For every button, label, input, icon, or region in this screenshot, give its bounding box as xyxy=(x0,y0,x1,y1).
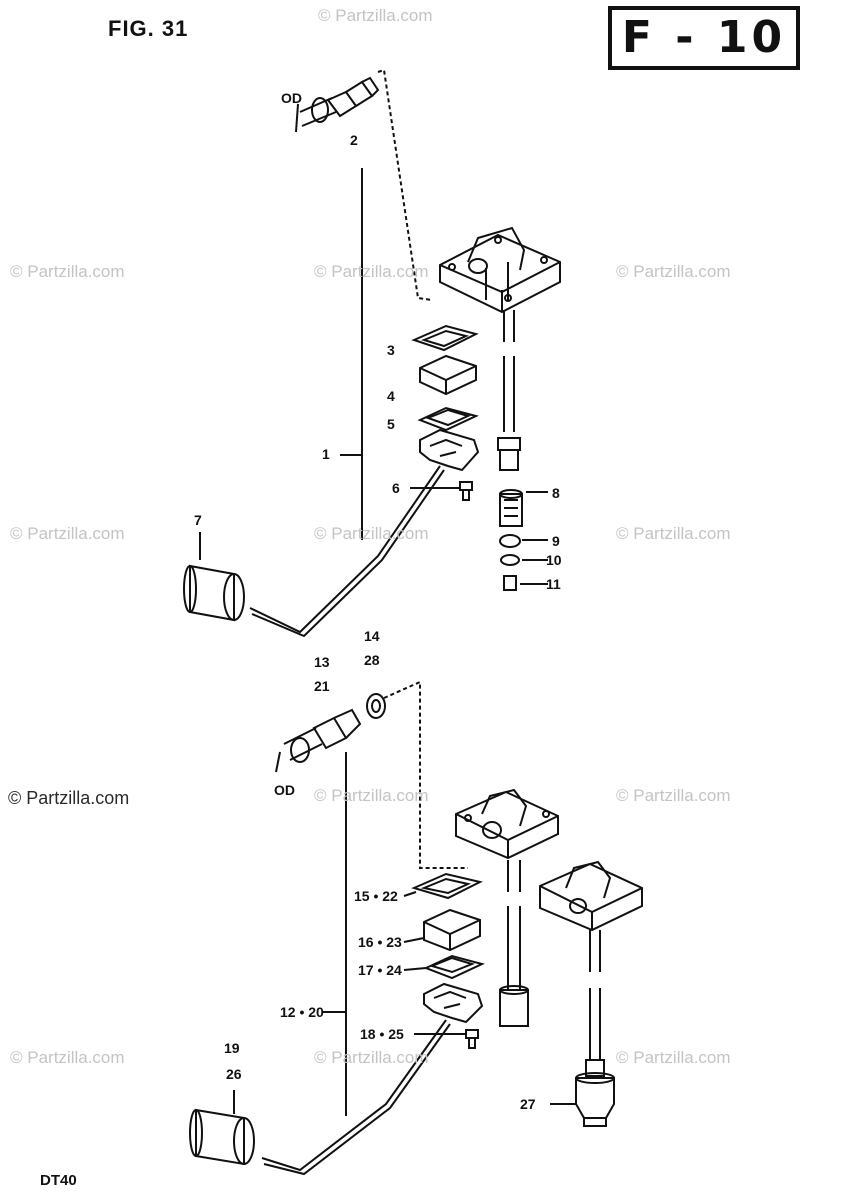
callout-16-23[interactable]: 16 • 23 xyxy=(358,934,402,950)
washer-14 xyxy=(366,693,386,719)
watermark: © Partzilla.com xyxy=(10,1048,125,1067)
watermark: © Partzilla.com xyxy=(616,524,731,543)
part-10 xyxy=(500,554,548,566)
callout-27[interactable]: 27 xyxy=(520,1096,536,1112)
page-code: F - 10 xyxy=(608,6,800,70)
part-9 xyxy=(499,534,548,548)
watermark: © Partzilla.com xyxy=(318,6,433,25)
watermark: © Partzilla.com xyxy=(314,262,429,281)
housing-4 xyxy=(419,354,477,396)
callout-15-22[interactable]: 15 • 22 xyxy=(354,888,398,904)
sender-cap-mid xyxy=(455,788,559,1027)
watermark: © Partzilla.com xyxy=(616,786,731,805)
watermark: © Partzilla.com xyxy=(10,524,125,543)
callout-od-bottom: OD xyxy=(274,782,295,798)
gasket-5 xyxy=(417,406,479,432)
callout-10[interactable]: 10 xyxy=(546,552,562,568)
callout-18-25[interactable]: 18 • 25 xyxy=(360,1026,404,1042)
callout-9[interactable]: 9 xyxy=(552,533,560,549)
watermark: © Partzilla.com xyxy=(8,788,130,808)
fitting-part-13 xyxy=(275,708,362,773)
watermark: © Partzilla.com xyxy=(10,262,125,281)
float-19 xyxy=(189,1108,255,1166)
leader-bottom xyxy=(383,680,468,869)
float-bracket-bottom xyxy=(423,982,484,1024)
watermark: © Partzilla.com xyxy=(314,1048,429,1067)
watermark: © Partzilla.com xyxy=(314,524,429,543)
sender-cap-top xyxy=(440,226,560,312)
callout-26[interactable]: 26 xyxy=(226,1066,242,1082)
callout-8[interactable]: 8 xyxy=(552,485,560,501)
callout-13[interactable]: 13 xyxy=(314,654,330,670)
callout-12-20[interactable]: 12 • 20 xyxy=(280,1004,324,1020)
callout-14[interactable]: 14 xyxy=(364,628,380,644)
screw-18 xyxy=(465,1029,479,1049)
callout-3[interactable]: 3 xyxy=(387,342,395,358)
float-bracket-top xyxy=(419,428,480,472)
housing-16 xyxy=(423,908,481,952)
callout-1[interactable]: 1 xyxy=(322,446,330,462)
part-27 xyxy=(550,1072,615,1127)
figure-label: FIG. 31 xyxy=(108,16,189,41)
callout-5[interactable]: 5 xyxy=(387,416,395,432)
callout-19[interactable]: 19 xyxy=(224,1040,240,1056)
callout-6[interactable]: 6 xyxy=(392,480,400,496)
part-11 xyxy=(503,575,548,591)
part-8 xyxy=(499,489,548,527)
callout-4[interactable]: 4 xyxy=(387,388,395,404)
gasket-15 xyxy=(411,872,483,900)
screw-6 xyxy=(459,481,473,501)
watermark: © Partzilla.com xyxy=(616,1048,731,1067)
fitting-part-2 xyxy=(295,76,380,133)
gasket-3 xyxy=(411,324,479,352)
float-7 xyxy=(183,564,245,622)
callout-od-top: OD xyxy=(281,90,302,106)
callout-2[interactable]: 2 xyxy=(350,132,358,148)
float-arm-bottom xyxy=(261,1019,447,1172)
leader-top xyxy=(377,68,433,301)
sender-cap-right xyxy=(539,860,643,1077)
watermark: © Partzilla.com xyxy=(616,262,731,281)
sender-rod-top xyxy=(497,310,521,471)
callout-11[interactable]: 11 xyxy=(546,576,561,592)
callout-17-24[interactable]: 17 • 24 xyxy=(358,962,402,978)
model-label: DT40 xyxy=(40,1172,77,1189)
callout-7[interactable]: 7 xyxy=(194,512,202,528)
gasket-17 xyxy=(423,954,485,980)
callout-28[interactable]: 28 xyxy=(364,652,380,668)
watermark: © Partzilla.com xyxy=(314,786,429,805)
callout-21[interactable]: 21 xyxy=(314,678,330,694)
float-arm-top xyxy=(249,465,441,634)
